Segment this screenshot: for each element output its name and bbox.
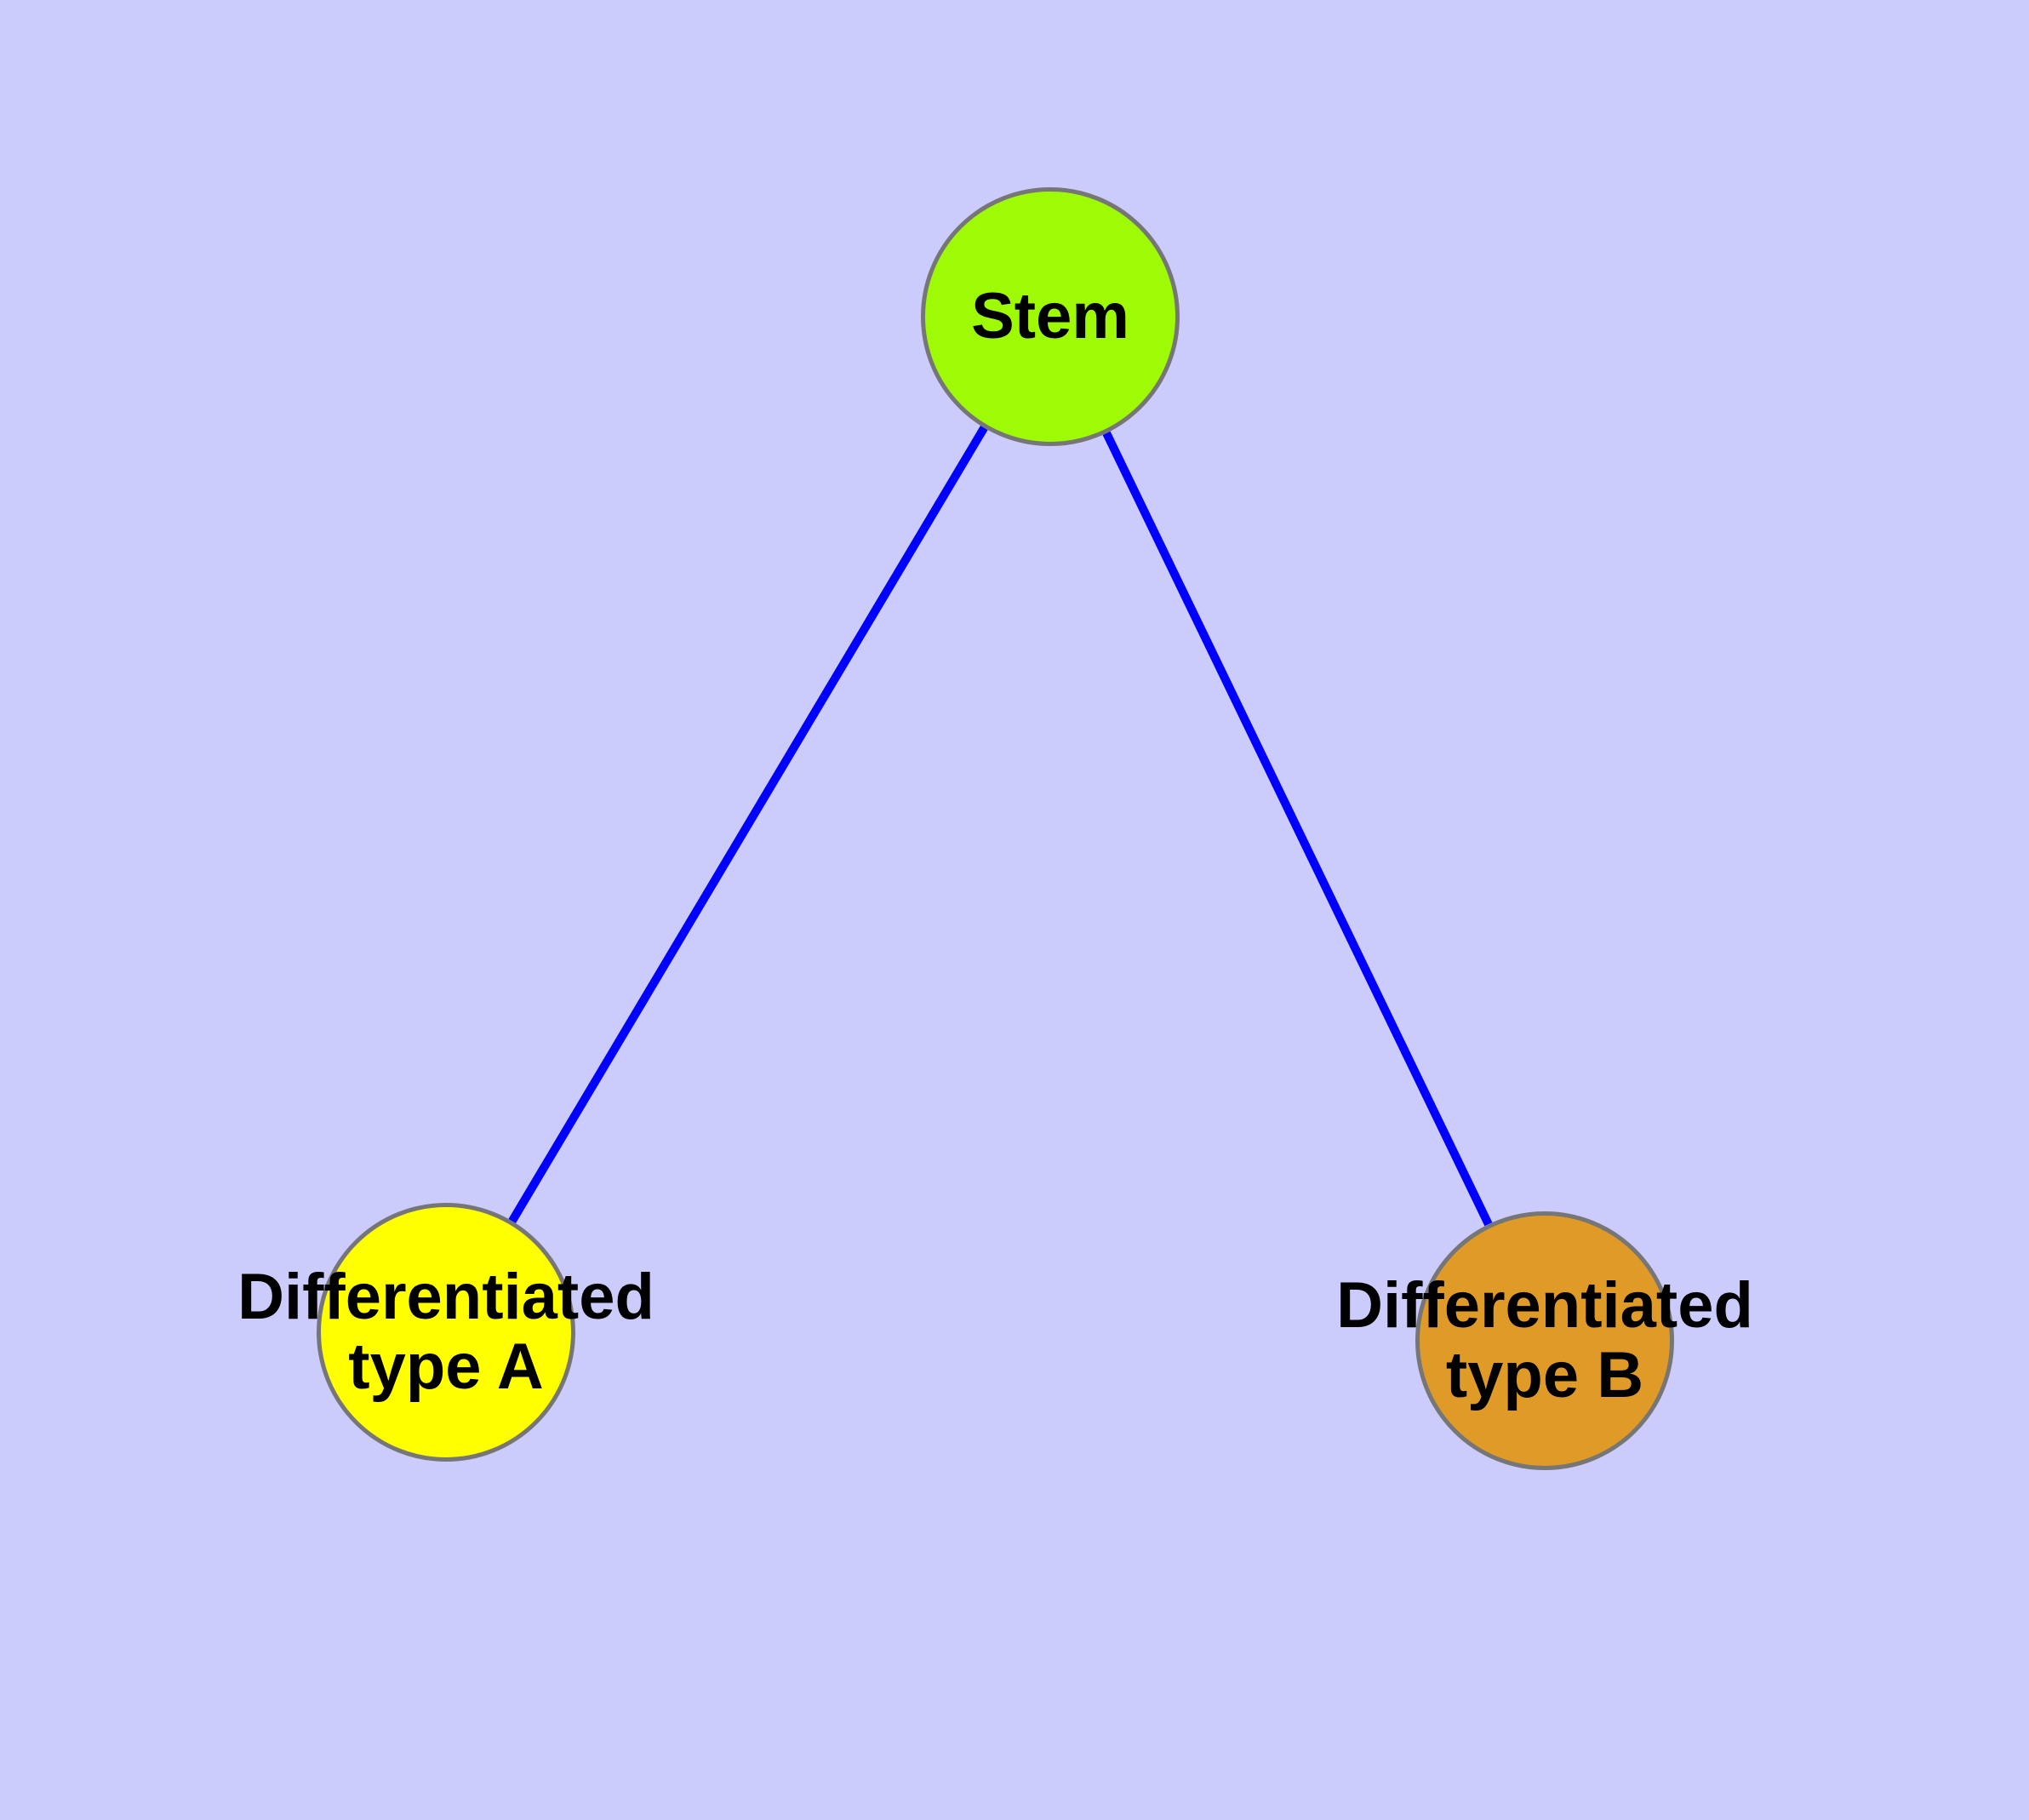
graph-edge[interactable]	[1102, 431, 1493, 1227]
nodes-layer	[317, 187, 1674, 1470]
edges-layer	[508, 426, 1493, 1227]
graph-edge[interactable]	[508, 426, 988, 1223]
graph-node-diff_a[interactable]	[317, 1203, 575, 1462]
graph-node-stem[interactable]	[921, 187, 1180, 446]
graph-node-diff_b[interactable]	[1415, 1211, 1674, 1470]
